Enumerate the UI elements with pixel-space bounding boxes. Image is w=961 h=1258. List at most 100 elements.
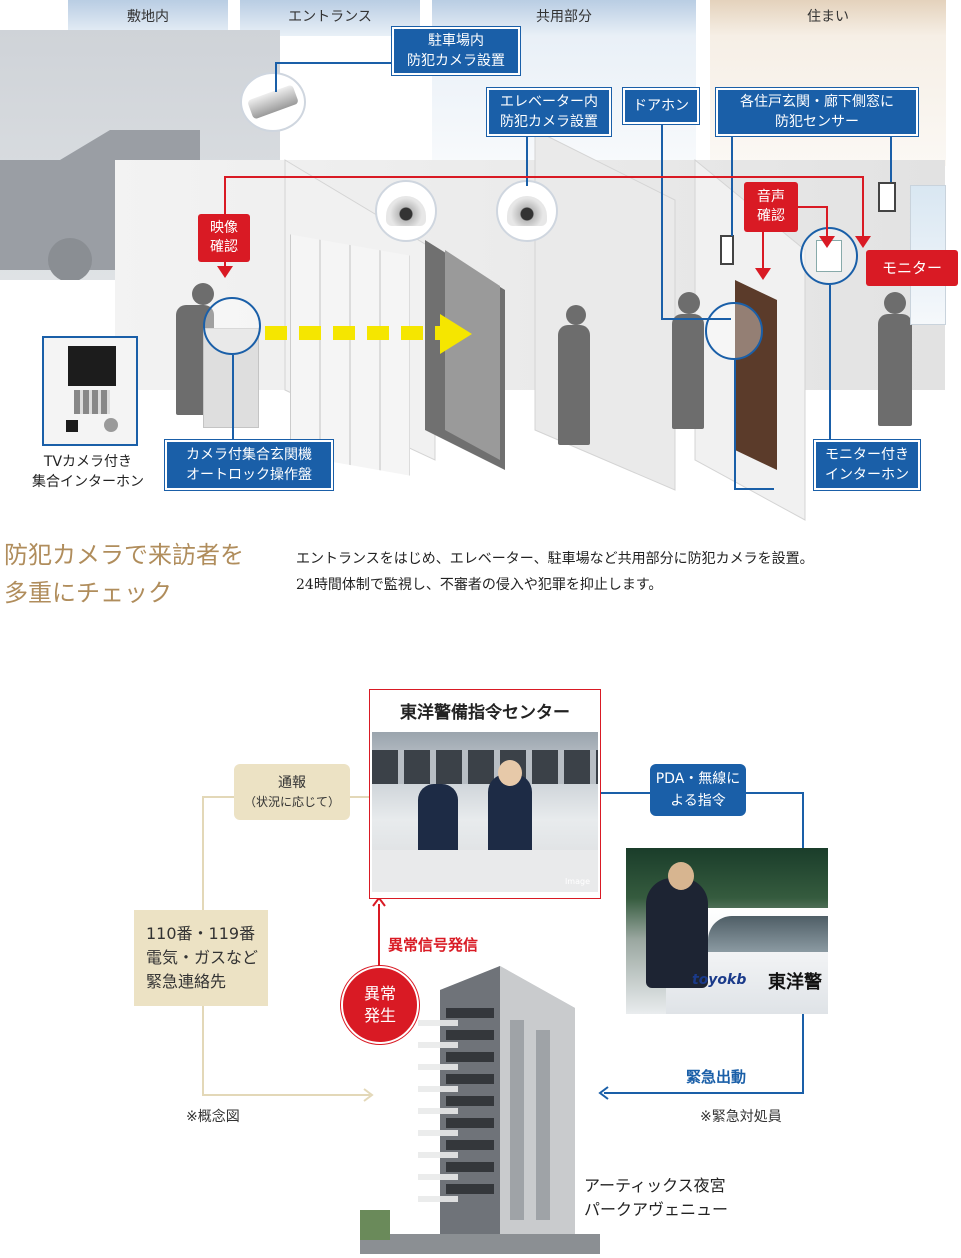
car-window — [708, 916, 828, 952]
connector-line — [731, 136, 733, 236]
responder-face — [668, 862, 694, 890]
building-illustration — [360, 960, 600, 1254]
report-line — [202, 1094, 370, 1096]
image-note: Image — [564, 877, 590, 886]
dome — [386, 196, 426, 226]
signal-line — [224, 176, 226, 214]
label-sensor: 各住戸玄関・廊下側窓に 防犯センサー — [716, 88, 918, 136]
building-name-line: パークアヴェニュー — [584, 1200, 729, 1219]
label-line: オートロック操作盤 — [186, 467, 312, 483]
label-line: 確認 — [757, 208, 785, 224]
arrow-head — [819, 236, 835, 248]
label-parking-camera: 駐車場内 防犯カメラ設置 — [392, 27, 520, 75]
camera-body — [247, 84, 299, 120]
label-video-check: 映像 確認 — [198, 214, 250, 262]
concept-note: ※概念図 — [186, 1109, 240, 1125]
connector-line — [829, 285, 831, 440]
intercom-slot — [66, 420, 78, 432]
visitor-head — [192, 283, 214, 305]
connector-line — [275, 62, 277, 92]
building-drawing — [360, 966, 600, 1254]
operator-face — [498, 760, 522, 786]
label-tv-intercom: TVカメラ付き 集合インターホン — [18, 452, 158, 492]
report-label: 通報 — [278, 775, 306, 791]
arrow-head — [755, 268, 771, 280]
visitor-silhouette — [672, 314, 704, 429]
heading-line: 多重にチェック — [4, 579, 172, 607]
label-audio-check: 音声 確認 — [744, 182, 798, 232]
label-line: 各住戸玄関・廊下側窓に — [740, 94, 894, 110]
intercom-keypad — [74, 390, 110, 414]
signal-line — [862, 176, 864, 236]
connector-line — [275, 62, 395, 64]
signal-line — [224, 176, 864, 178]
signal-line — [378, 904, 380, 966]
command-center-title: 東洋警備指令センター — [400, 703, 570, 723]
contact-line: 電気・ガスなど — [146, 948, 259, 967]
zone-residence: 住まい — [710, 0, 946, 36]
label-monitor: モニター — [866, 250, 958, 286]
label-line: 確認 — [210, 239, 238, 255]
contact-line: 緊急連絡先 — [146, 972, 227, 991]
label-autolock-panel: カメラ付集合玄関機 オートロック操作盤 — [165, 440, 333, 490]
label-line: インターホン — [825, 467, 909, 483]
car-text: 東洋警 — [768, 972, 822, 993]
report-box: 通報 （状況に応じて） — [234, 764, 350, 820]
emergency-contacts-box: 110番・119番 電気・ガスなど 緊急連絡先 — [134, 910, 268, 1006]
label-line: 防犯カメラ設置 — [500, 114, 598, 130]
label-line: 駐車場内 — [428, 33, 484, 49]
section-heading: 防犯カメラで来訪者を 多重にチェック — [4, 536, 284, 612]
doorphone-icon — [720, 235, 734, 265]
direction-arrow — [265, 326, 445, 340]
arrow-head — [598, 1086, 609, 1100]
responder-note: ※緊急対処員 — [700, 1109, 782, 1125]
resident-head — [566, 305, 586, 325]
label-line: エレベーター内 — [500, 94, 598, 110]
label-line: 集合インターホン — [32, 474, 144, 490]
car-logo: toyokb — [692, 972, 747, 988]
resident-silhouette — [878, 314, 912, 426]
label-line: 防犯センサー — [775, 114, 859, 130]
label-line: カメラ付集合玄関機 — [186, 447, 312, 463]
panel-highlight — [203, 297, 261, 355]
connector-line — [232, 355, 234, 440]
tv-intercom-device — [42, 336, 138, 446]
section-body: エントランスをはじめ、エレベーター、駐車場など共用部分に防犯カメラを設置。 24… — [296, 546, 936, 598]
building-name-line: アーティックス夜宮 — [584, 1176, 726, 1195]
resident-silhouette — [558, 325, 590, 445]
responder-figure — [646, 878, 708, 988]
sensor-icon — [878, 182, 896, 212]
doorphone-highlight — [705, 302, 763, 360]
signal-line — [826, 206, 828, 236]
dispatch-line — [802, 792, 804, 848]
arrow-head — [440, 314, 472, 354]
security-illustration: 敷地内 エントランス 共用部分 住まい — [0, 0, 961, 525]
dispatch-line — [802, 1014, 804, 1094]
label-line: モニター — [881, 258, 942, 277]
body-line: 24時間体制で監視し、不審者の侵入や犯罪を抑止します。 — [296, 577, 663, 593]
resident-head — [884, 292, 906, 314]
arrow-head — [855, 236, 871, 248]
building-name: アーティックス夜宮 パークアヴェニュー — [584, 1174, 728, 1222]
label-line: 映像 — [210, 220, 238, 236]
responder-photo: toyokb 東洋警 — [626, 848, 828, 1014]
signal-line — [796, 206, 828, 208]
label-door-phone: ドアホン — [623, 88, 699, 124]
connector-line — [890, 136, 892, 182]
dispatch-label: 緊急出動 — [686, 1068, 747, 1086]
arrow-head — [363, 1088, 374, 1102]
connector-line — [734, 360, 736, 490]
connector-line — [734, 488, 774, 490]
label-line: モニター付き — [825, 447, 909, 463]
pda-line: よる指令 — [670, 793, 726, 809]
operator-figure — [488, 774, 532, 858]
intercom-button — [104, 418, 118, 432]
visitor-head — [678, 292, 700, 314]
pda-line: PDA・無線に — [655, 771, 741, 787]
label-elevator-camera: エレベーター内 防犯カメラ設置 — [487, 88, 611, 136]
label-monitor-intercom: モニター付き インターホン — [814, 440, 920, 490]
operator-figure — [418, 784, 458, 854]
command-center-photo: Image — [372, 732, 598, 892]
label-line: TVカメラ付き — [43, 454, 133, 470]
intercom-screen — [68, 346, 116, 386]
